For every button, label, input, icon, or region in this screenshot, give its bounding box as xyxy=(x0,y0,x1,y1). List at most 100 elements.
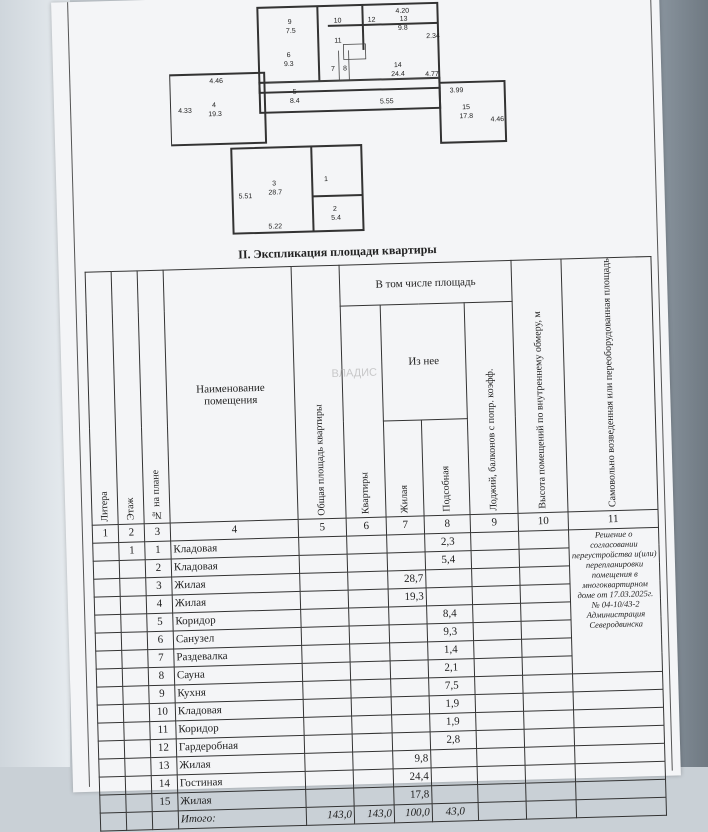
cell-aux: 5,4 xyxy=(425,550,472,570)
plan-label: 1 xyxy=(324,176,328,183)
plan-label: 9.8 xyxy=(398,25,408,32)
header-name: Наименование помещения xyxy=(163,266,299,523)
cell-floor xyxy=(119,577,147,597)
header-of-it: Из нее xyxy=(380,302,468,421)
cell-living xyxy=(388,605,428,625)
cell-num: 10 xyxy=(149,702,176,722)
total-apts: 143,0 xyxy=(354,804,395,824)
header-incl: В том числе площадь xyxy=(339,260,513,307)
cell-living: 17,8 xyxy=(393,785,433,805)
cell-aux: 1,9 xyxy=(429,694,476,714)
cell-floor xyxy=(123,721,151,741)
cell-num: 14 xyxy=(151,774,178,794)
plan-label: 8.4 xyxy=(290,98,300,105)
cell-living: 9,8 xyxy=(392,749,432,769)
plan-label: 28.7 xyxy=(268,189,282,196)
plan-label: 5.55 xyxy=(380,98,394,105)
header-loggia: Лоджий, балконов с попр. коэфф. xyxy=(464,301,519,515)
cell-living: 24,4 xyxy=(393,767,432,787)
plan-label: 5.22 xyxy=(268,223,282,230)
cell-aux: 2,1 xyxy=(428,658,475,678)
cell-floor xyxy=(120,613,148,633)
cell-aux: 1,9 xyxy=(429,712,477,732)
cell-num: 9 xyxy=(148,684,176,704)
cell-aux: 2,8 xyxy=(430,730,477,750)
cell-living xyxy=(386,533,426,553)
document-sheet: 9 7.5 10 11 12 4.20 13 9.8 2.34 6 9.3 7 … xyxy=(51,0,681,832)
cell-living xyxy=(390,677,430,697)
cell-num: 13 xyxy=(150,756,178,776)
cell-num: 1 xyxy=(144,540,172,560)
cell-aux: 9,3 xyxy=(427,622,474,642)
header-living: Жилая xyxy=(383,419,425,517)
total-label: Итого: xyxy=(178,807,307,829)
plan-label: 5.51 xyxy=(238,193,252,200)
plan-label: 12 xyxy=(368,17,376,24)
plan-label: 4.46 xyxy=(490,116,504,123)
floor-plan: 9 7.5 10 11 12 4.20 13 9.8 2.34 6 9.3 7 … xyxy=(167,0,534,251)
cell-living xyxy=(387,551,426,571)
cell-living xyxy=(390,659,429,679)
plan-label: 5.4 xyxy=(331,215,341,222)
floor-plan-drawing: 9 7.5 10 11 12 4.20 13 9.8 2.34 6 9.3 7 … xyxy=(168,1,508,235)
plan-label: 6 xyxy=(287,52,291,59)
cell-floor xyxy=(121,631,148,651)
header-self: Самовольно возведенная или переоборудова… xyxy=(560,256,658,512)
cell-living xyxy=(389,641,429,661)
cell-num: 7 xyxy=(147,648,175,668)
cell-floor xyxy=(122,685,150,705)
total-area: 143,0 xyxy=(306,805,355,826)
cell-aux: 1,4 xyxy=(427,640,475,660)
plan-label: 10 xyxy=(334,18,342,25)
plan-label: 3 xyxy=(272,180,276,187)
cell-floor xyxy=(123,703,150,723)
plan-label: 2 xyxy=(333,206,337,213)
cell-living xyxy=(391,695,430,715)
cell-num: 15 xyxy=(151,792,179,812)
cell-floor xyxy=(120,595,147,615)
plan-label: 14 xyxy=(394,62,402,69)
cell-floor xyxy=(121,649,149,669)
header-height: Высота помещений по внутреннему обмеру, … xyxy=(510,259,569,514)
header-total: Общая площадь квартиры xyxy=(291,265,347,520)
plan-label: 11 xyxy=(334,38,342,45)
plan-label: 7.5 xyxy=(286,28,296,35)
plan-label: 3.99 xyxy=(450,87,464,94)
cell-aux xyxy=(426,586,473,606)
plan-label: 19.3 xyxy=(208,111,222,118)
header-apts: Квартиры xyxy=(340,305,387,519)
cell-num: 5 xyxy=(146,612,174,632)
cell-living xyxy=(391,713,431,733)
cell-aux xyxy=(430,748,478,768)
cell-living: 19,3 xyxy=(388,587,427,607)
cell-num: 4 xyxy=(146,594,173,614)
approval-note: Решение о согласовании переустройства и(… xyxy=(568,527,663,674)
plan-label: 9 xyxy=(288,19,292,26)
plan-label: 4 xyxy=(212,102,216,109)
plan-label: 4.77 xyxy=(425,71,439,78)
cell-floor xyxy=(124,739,151,759)
plan-label: 8 xyxy=(343,65,347,72)
cell-living: 28,7 xyxy=(387,569,427,589)
cell-living xyxy=(389,623,428,643)
plan-label: 7 xyxy=(331,66,335,73)
cell-num: 2 xyxy=(145,558,172,578)
cell-aux xyxy=(425,568,473,588)
cell-aux: 8,4 xyxy=(426,604,474,624)
cell-floor xyxy=(125,793,153,813)
plan-label: 5 xyxy=(293,89,297,96)
plan-label: 24.4 xyxy=(391,71,405,78)
cell-floor xyxy=(125,775,152,795)
cell-aux xyxy=(431,766,478,786)
plan-label: 4.20 xyxy=(395,8,409,15)
plan-label: 4.33 xyxy=(178,108,192,115)
plan-label: 17.8 xyxy=(459,113,473,120)
plan-label: 13 xyxy=(400,16,408,23)
cell-aux: 7,5 xyxy=(428,676,476,696)
cell-num: 8 xyxy=(148,666,175,686)
area-explication-table: Литера Этаж № на плане Наименование поме… xyxy=(85,256,667,832)
cell-num: 3 xyxy=(145,576,173,596)
plan-label: 4.46 xyxy=(209,78,223,85)
header-aux: Подсобная xyxy=(421,418,471,516)
